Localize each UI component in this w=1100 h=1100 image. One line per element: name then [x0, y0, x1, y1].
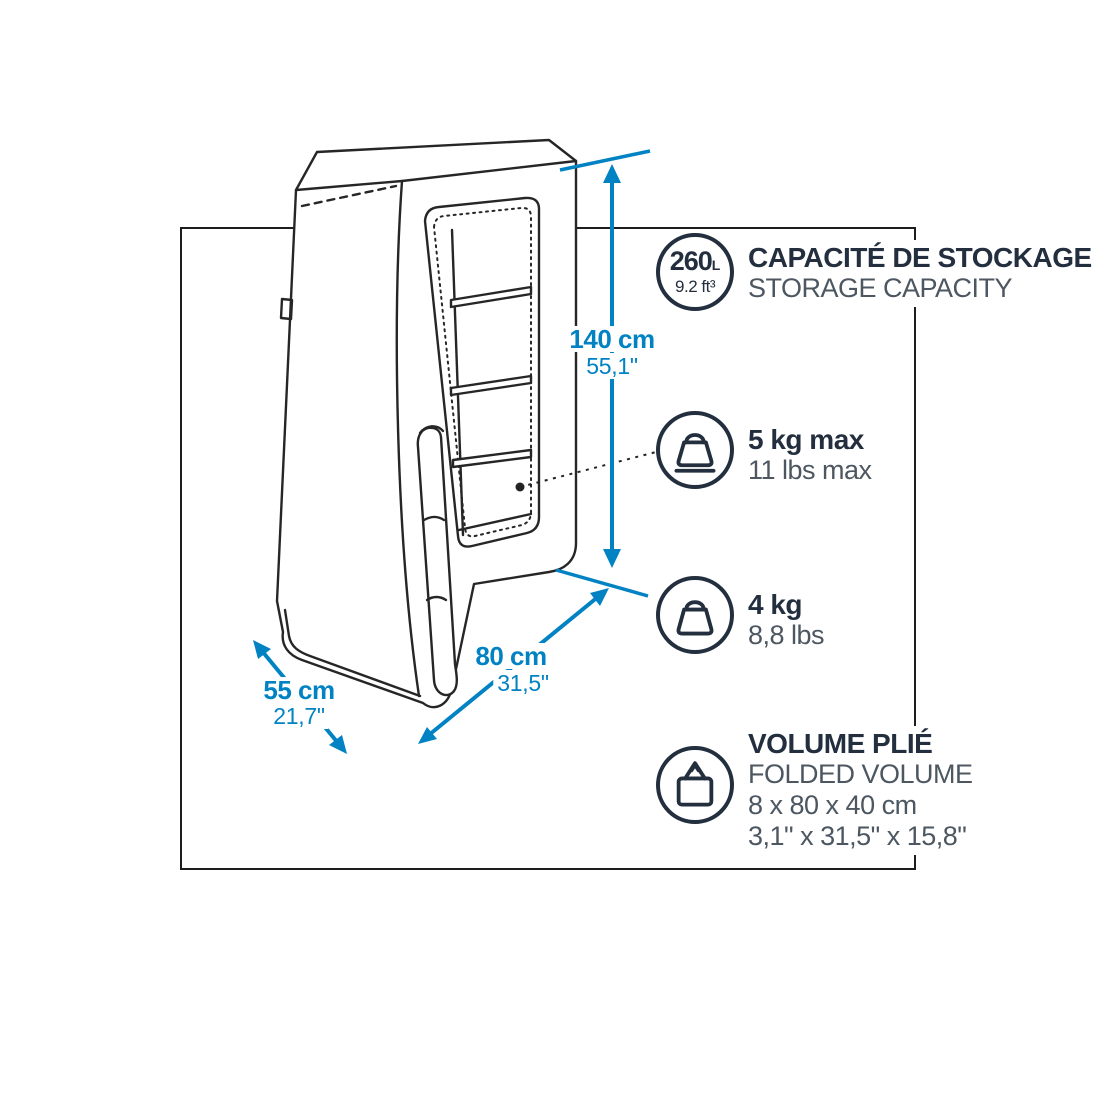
storage-capacity-badge: 260L 9.2 ft³ [656, 233, 734, 311]
spec-title-fr: CAPACITÉ DE STOCKAGE [748, 242, 1092, 273]
height-dimension-metric: 140 cm [565, 326, 659, 352]
folded-volume-badge [656, 746, 734, 824]
capacity-secondary: 9.2 ft³ [675, 277, 715, 296]
spec-detail-imperial: 3,1" x 31,5" x 15,8" [748, 821, 967, 851]
depth-dimension-imperial: 21,7" [269, 703, 329, 729]
weight-max-icon [674, 433, 716, 473]
max-load-leader-line [515, 451, 657, 492]
depth-dimension-metric: 55 cm [259, 677, 339, 703]
capacity-number: 260 [669, 246, 713, 276]
height-dimension-imperial: 55,1" [582, 353, 642, 379]
depth-arrowhead-se [329, 735, 347, 754]
capacity-unit: L [711, 257, 721, 273]
height-arrowhead-down [603, 549, 621, 568]
depth-arrowhead-nw [253, 640, 271, 659]
spec-title-en: STORAGE CAPACITY [748, 273, 1013, 303]
width-arrowhead-ne [590, 588, 609, 606]
spec-title-fr: VOLUME PLIÉ [748, 728, 933, 759]
max-load-badge [656, 411, 734, 489]
height-arrowhead-up [603, 164, 621, 183]
spec-folded-volume: VOLUME PLIÉ FOLDED VOLUME 8 x 80 x 40 cm… [748, 726, 983, 855]
height-ref-top [559, 149, 651, 172]
width-dimension-metric: 80 cm [471, 643, 551, 669]
width-arrowhead-sw [418, 727, 437, 744]
weight-icon [676, 600, 714, 636]
dimension-arrows [253, 149, 651, 754]
product-line-drawing [275, 138, 578, 709]
spec-weight: 4 kg 8,8 lbs [748, 587, 835, 654]
spec-title-en: FOLDED VOLUME [748, 759, 973, 789]
height-ref-bottom [555, 568, 649, 598]
spec-title-en: 11 lbs max [748, 455, 872, 485]
spec-title-en: 8,8 lbs [748, 620, 825, 650]
folded-volume-icon [676, 761, 714, 807]
weight-badge [656, 576, 734, 654]
capacity-value: 260L [670, 248, 721, 278]
spec-detail-metric: 8 x 80 x 40 cm [748, 790, 917, 820]
spec-storage-capacity: CAPACITÉ DE STOCKAGE STORAGE CAPACITY [748, 240, 1100, 307]
spec-title-fr: 4 kg [748, 589, 803, 620]
spec-max-load: 5 kg max 11 lbs max [748, 422, 882, 489]
spec-title-fr: 5 kg max [748, 424, 864, 455]
width-dimension-imperial: 31,5" [493, 670, 553, 696]
